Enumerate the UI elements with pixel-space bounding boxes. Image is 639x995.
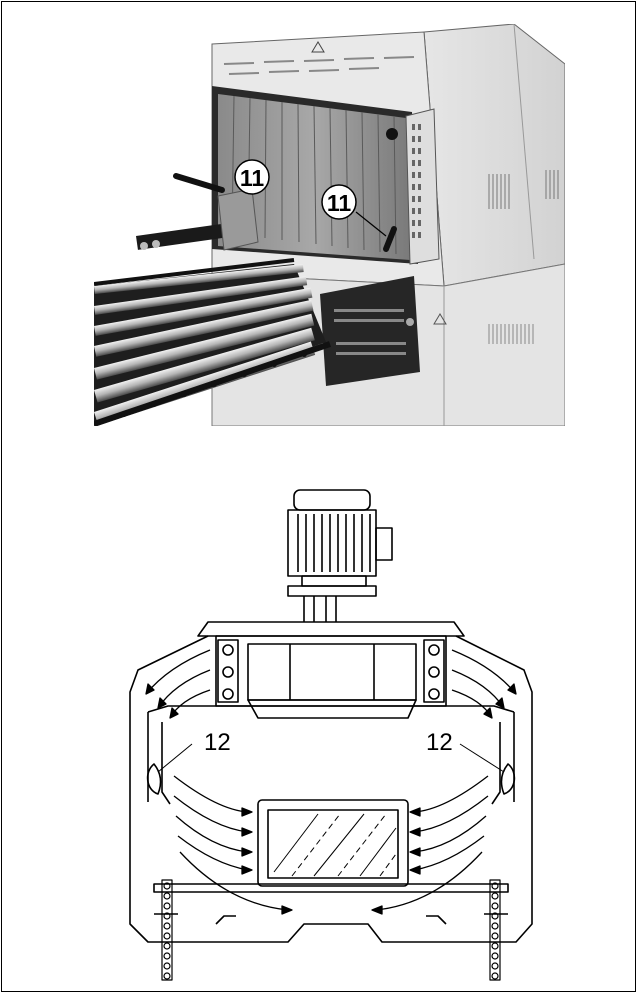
- fan-bearings: [217, 639, 445, 703]
- product-package: [257, 799, 409, 887]
- airflow-cross-section-diagram: 12 12: [118, 472, 538, 982]
- callout-12-right: 12: [426, 729, 453, 756]
- air-flap-left: [146, 763, 162, 795]
- curtain-lever-left: [173, 173, 225, 193]
- callout-12-left: 12: [204, 729, 231, 756]
- curtain-lever-right: [383, 226, 397, 252]
- airflow-diagram: 12 12: [129, 489, 533, 981]
- shrink-tunnel-photo: 11 11: [94, 24, 565, 426]
- air-flap-right: [500, 763, 516, 795]
- conveyor-chain-left: [161, 879, 173, 981]
- airflow-arrows: [145, 649, 517, 915]
- callout-11-right-circle: [321, 184, 357, 220]
- fan-motor: [287, 489, 393, 622]
- conveyor-chain-right: [489, 879, 501, 981]
- callout-11-left: 11: [240, 165, 265, 191]
- callout-11-right: 11: [327, 190, 352, 216]
- callout-11-left-circle: [234, 159, 270, 195]
- tunnel-housing: [129, 635, 533, 943]
- shrink-tunnel-illustration: 11 11: [94, 24, 565, 426]
